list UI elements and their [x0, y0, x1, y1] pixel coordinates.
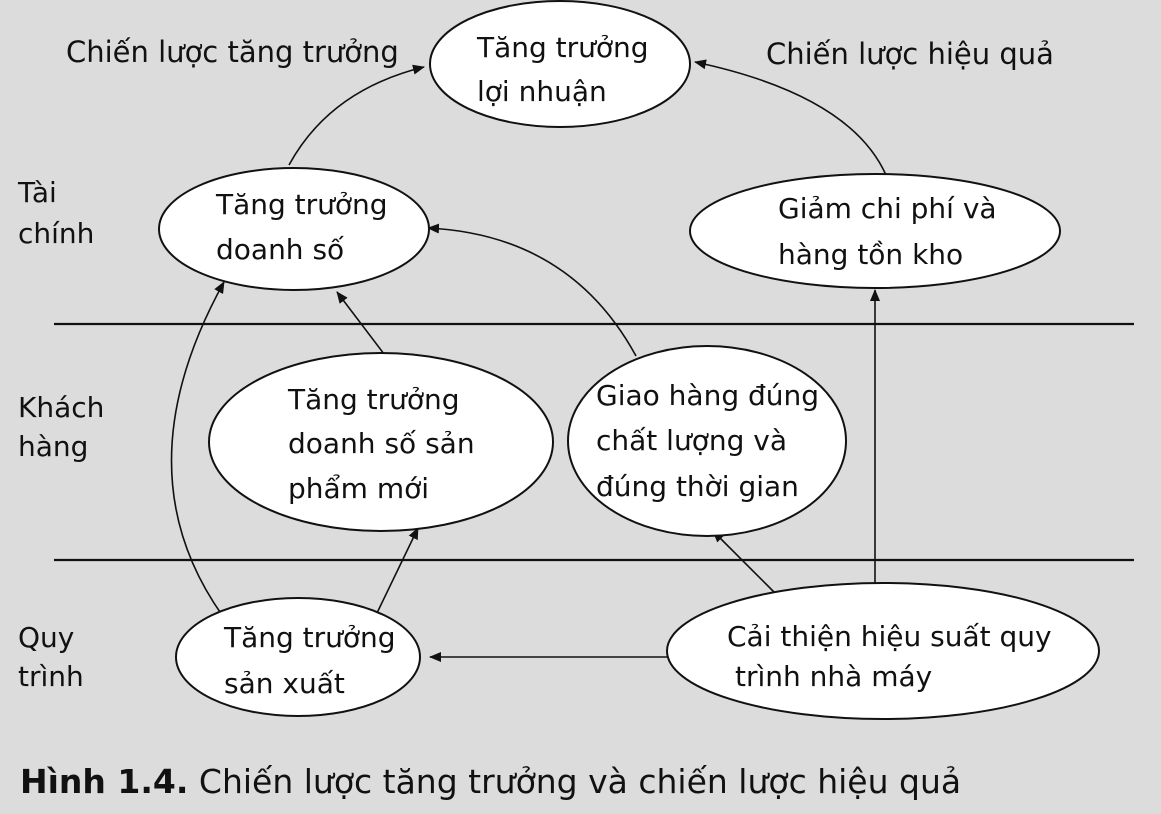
- figure-caption: Hình 1.4. Chiến lược tăng trưởng và chiế…: [20, 762, 961, 801]
- arrow-revenue-to-profit: [288, 64, 425, 166]
- arrow-newproduct-to-revenue: [336, 291, 385, 355]
- connectors: [170, 59, 887, 662]
- layer-label-financial: Tài chính: [17, 176, 94, 250]
- figure-caption-text: Chiến lược tăng trưởng và chiến lược hiệ…: [198, 762, 962, 801]
- arrow-production-to-newproduct: [376, 527, 419, 614]
- arrow-delivery-to-revenue: [427, 223, 637, 357]
- layer-label-customer: Khách hàng: [18, 391, 113, 463]
- figure-caption-label: Hình 1.4.: [20, 762, 189, 801]
- arrow-process-to-delivery: [712, 530, 775, 593]
- arrow-production-to-revenue: [170, 281, 225, 616]
- layer-label-process: Quy trình: [18, 621, 84, 693]
- arrow-cost-to-profit: [694, 59, 887, 176]
- efficiency-strategy-label: Chiến lược hiệu quả: [766, 37, 1054, 71]
- growth-strategy-label: Chiến lược tăng trưởng: [66, 35, 399, 69]
